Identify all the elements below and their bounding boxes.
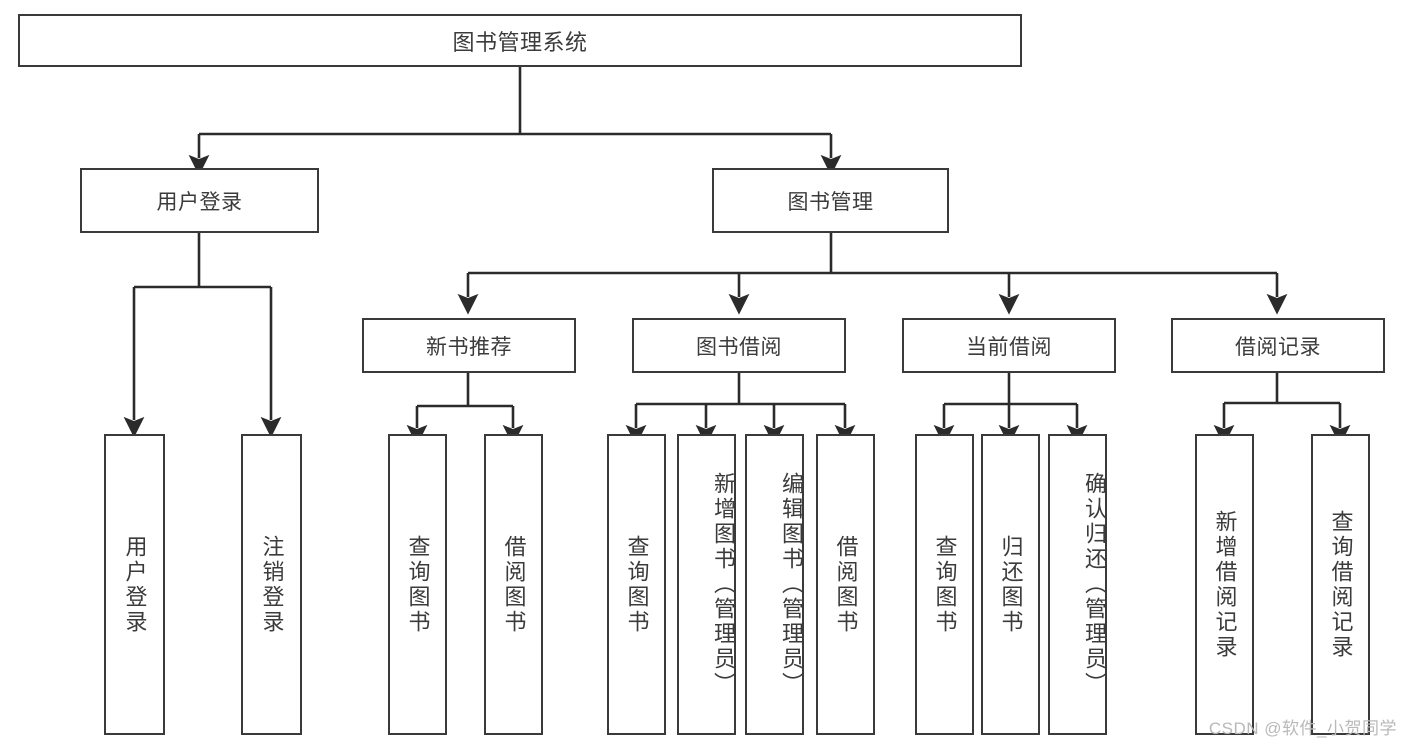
leaf-book-borrow-edit[interactable]: 编辑图书（管理员）: [745, 434, 804, 735]
node-label: 图书管理系统: [452, 29, 588, 55]
leaf-new-book-borrow[interactable]: 借阅图书: [484, 434, 543, 735]
node-label: 用户登录: [122, 534, 148, 635]
node-label: 借阅记录: [1235, 335, 1321, 359]
node-label: 新书推荐: [426, 335, 512, 359]
node-label: 用户登录: [156, 190, 243, 214]
node-root-system[interactable]: 图书管理系统: [18, 14, 1022, 67]
leaf-book-borrow-query[interactable]: 查询图书: [607, 434, 666, 735]
node-label: 查询图书: [405, 534, 431, 635]
node-label: 新增借阅记录: [1212, 509, 1238, 660]
leaf-borrow-record-query[interactable]: 查询借阅记录: [1311, 434, 1370, 735]
leaf-current-borrow-confirm-return[interactable]: 确认归还（管理员）: [1048, 434, 1107, 735]
node-label: 注销登录: [259, 534, 285, 635]
leaf-book-borrow-add[interactable]: 新增图书（管理员）: [677, 434, 736, 735]
leaf-borrow-record-add[interactable]: 新增借阅记录: [1195, 434, 1254, 735]
node-label: 图书借阅: [696, 335, 782, 359]
node-borrow-record[interactable]: 借阅记录: [1171, 318, 1385, 373]
leaf-user-login-logout[interactable]: 注销登录: [241, 434, 302, 735]
node-label: 查询图书: [624, 534, 650, 635]
node-current-borrow[interactable]: 当前借阅: [902, 318, 1116, 373]
leaf-current-borrow-query[interactable]: 查询图书: [915, 434, 974, 735]
node-label: 新增图书（管理员）: [711, 472, 736, 697]
node-label: 借阅图书: [501, 534, 527, 635]
leaf-current-borrow-return[interactable]: 归还图书: [981, 434, 1040, 735]
watermark-text: CSDN @软件_小贺同学: [1208, 719, 1397, 738]
node-label: 图书管理: [787, 190, 874, 214]
leaf-new-book-query[interactable]: 查询图书: [388, 434, 447, 735]
node-label: 归还图书: [998, 534, 1024, 635]
node-label: 编辑图书（管理员）: [779, 472, 804, 697]
node-label: 确认归还（管理员）: [1082, 472, 1107, 697]
node-label: 借阅图书: [833, 534, 859, 635]
leaf-book-borrow-borrow[interactable]: 借阅图书: [816, 434, 875, 735]
node-book-management[interactable]: 图书管理: [712, 168, 949, 233]
node-new-book-recommend[interactable]: 新书推荐: [362, 318, 576, 373]
node-label: 当前借阅: [966, 335, 1052, 359]
node-user-login[interactable]: 用户登录: [80, 168, 319, 233]
leaf-user-login-signin[interactable]: 用户登录: [104, 434, 165, 735]
node-book-borrow[interactable]: 图书借阅: [632, 318, 846, 373]
node-label: 查询借阅记录: [1328, 509, 1354, 660]
node-label: 查询图书: [932, 534, 958, 635]
